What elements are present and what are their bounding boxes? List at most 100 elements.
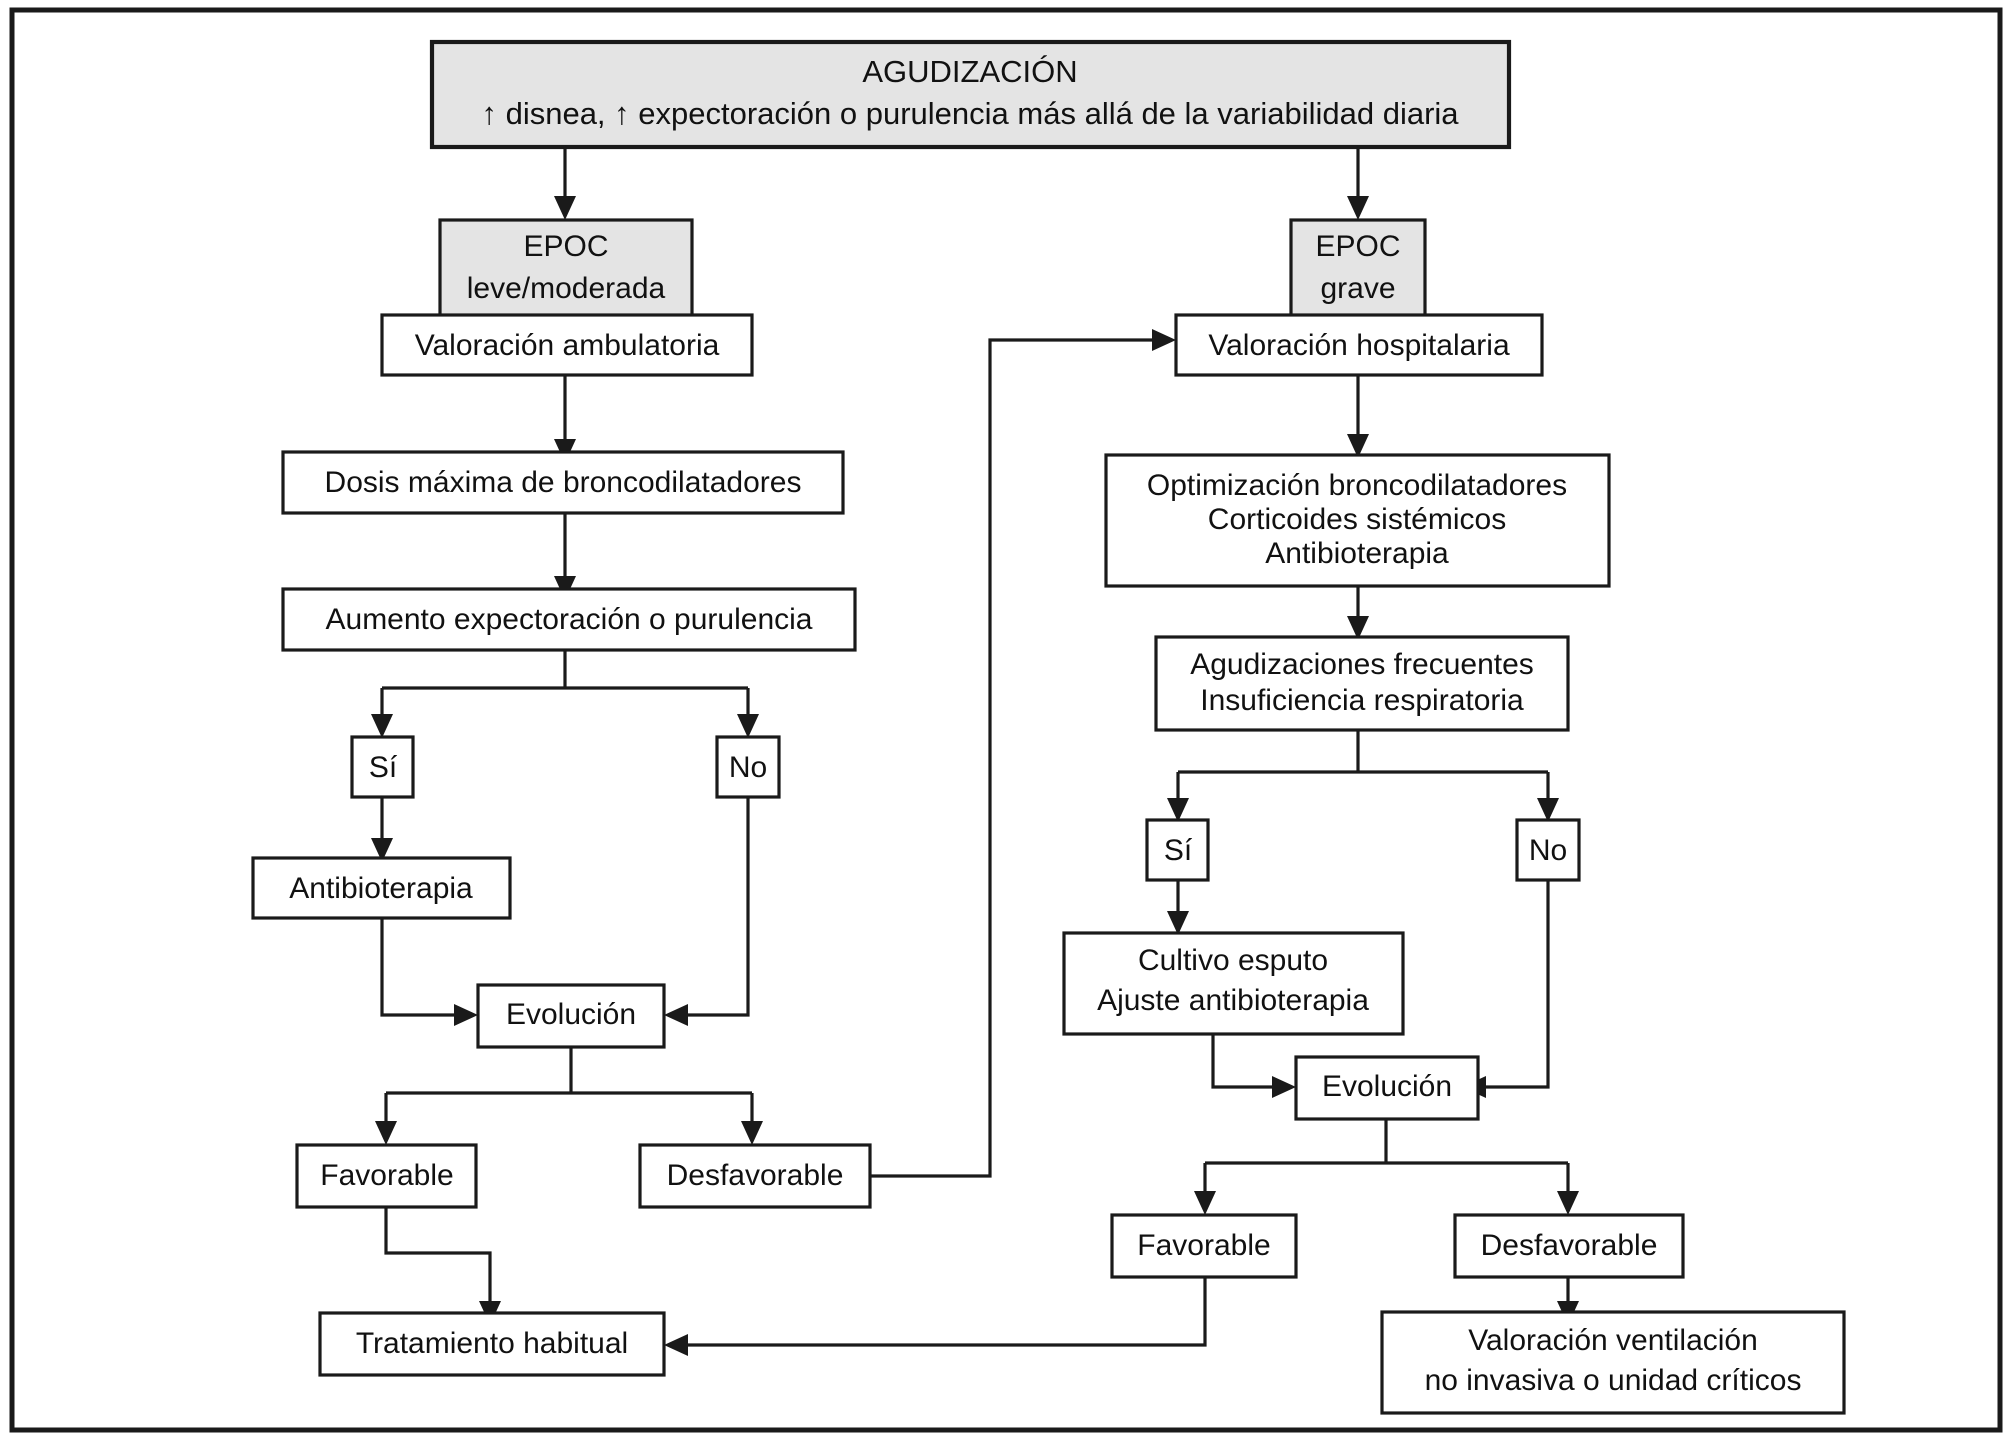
right-culture-box[interactable]: [1062, 931, 1405, 1036]
right-decision-line1: Agudizaciones frecuentes: [1190, 648, 1534, 681]
left-antibiotics-box[interactable]: [251, 856, 512, 920]
edge-left-outcome-split: [384, 1047, 754, 1130]
node-header[interactable]: AGUDIZACIÓN ↑ disnea, ↑ expectoración o …: [429, 39, 1512, 150]
left-severity-line2: leve/moderada: [467, 272, 666, 305]
left-unfavorable-box[interactable]: [638, 1143, 872, 1209]
node-left-no[interactable]: No: [715, 735, 781, 799]
right-culture-line1: Cultivo esputo: [1138, 944, 1328, 977]
arrowhead-left-outcome-left: [454, 1004, 478, 1026]
left-severity-line1: EPOC: [523, 230, 608, 263]
edge-left-antibiotics-to-outcome: [380, 918, 462, 1017]
node-left-favorable[interactable]: Favorable: [295, 1143, 478, 1209]
edge-left-favorable-to-final: [384, 1207, 492, 1310]
left-decision-label: Aumento expectoración o purulencia: [326, 603, 813, 636]
right-final-box[interactable]: [1380, 1310, 1846, 1415]
edge-right-favorable-to-left-final: [680, 1277, 1207, 1347]
left-favorable-box[interactable]: [295, 1143, 478, 1209]
node-right-decision[interactable]: Agudizaciones frecuentes Insuficiencia r…: [1154, 635, 1570, 732]
node-right-treatment[interactable]: Optimización broncodilatadores Corticoid…: [1104, 453, 1611, 588]
left-assessment-label: Valoración ambulatoria: [415, 329, 720, 362]
arrowhead-header-right: [1347, 196, 1369, 220]
right-final-line1: Valoración ventilación: [1468, 1324, 1758, 1357]
left-antibiotics-label: Antibioterapia: [289, 872, 473, 905]
node-right-outcome[interactable]: Evolución: [1294, 1055, 1480, 1121]
edge-right-decision-split: [1176, 730, 1550, 806]
edge-layer: [371, 147, 1579, 1356]
arrowhead-left-outcome-right: [664, 1004, 688, 1026]
node-left-outcome[interactable]: Evolución: [476, 983, 666, 1049]
right-treatment-line2: Corticoides sistémicos: [1208, 503, 1506, 536]
right-unfavorable-label: Desfavorable: [1481, 1229, 1658, 1262]
left-yes-box[interactable]: [350, 735, 415, 799]
node-left-severity[interactable]: EPOC leve/moderada: [438, 218, 694, 322]
arrowhead-left-no: [737, 714, 759, 738]
left-outcome-box[interactable]: [476, 983, 666, 1049]
right-no-box[interactable]: [1515, 818, 1581, 882]
node-left-yes[interactable]: Sí: [350, 735, 415, 799]
left-treatment-label: Dosis máxima de broncodilatadores: [325, 466, 802, 499]
node-right-favorable[interactable]: Favorable: [1110, 1213, 1298, 1279]
node-right-yes[interactable]: Sí: [1145, 818, 1210, 882]
figure-border: [9, 7, 2003, 1433]
arrowhead-right-no: [1537, 798, 1559, 822]
header-title: AGUDIZACIÓN: [862, 54, 1077, 89]
arrowhead-right-yes: [1167, 798, 1189, 822]
right-treatment-line1: Optimización broncodilatadores: [1147, 469, 1567, 502]
left-treatment-box[interactable]: [281, 450, 845, 515]
arrowhead-right-treatment: [1347, 434, 1369, 458]
node-left-unfavorable[interactable]: Desfavorable: [638, 1143, 872, 1209]
left-final-box[interactable]: [318, 1311, 666, 1377]
left-severity-box[interactable]: [438, 218, 694, 322]
right-assessment-label: Valoración hospitalaria: [1208, 329, 1510, 362]
left-outcome-label: Evolución: [506, 998, 636, 1031]
right-decision-box[interactable]: [1154, 635, 1570, 732]
left-assessment-box[interactable]: [380, 313, 754, 377]
right-yes-box[interactable]: [1145, 818, 1210, 882]
node-left-antibiotics[interactable]: Antibioterapia: [251, 856, 512, 920]
node-left-assessment[interactable]: Valoración ambulatoria: [380, 313, 754, 377]
right-outcome-label: Evolución: [1322, 1070, 1452, 1103]
right-severity-line2: grave: [1320, 272, 1395, 305]
node-right-assessment[interactable]: Valoración hospitalaria: [1174, 313, 1544, 377]
left-no-box[interactable]: [715, 735, 781, 799]
right-no-label: No: [1529, 834, 1567, 867]
right-culture-line2: Ajuste antibioterapia: [1097, 984, 1369, 1017]
right-treatment-line3: Antibioterapia: [1265, 537, 1449, 570]
right-final-line2: no invasiva o unidad críticos: [1425, 1364, 1802, 1397]
node-left-decision[interactable]: Aumento expectoración o purulencia: [281, 587, 857, 652]
right-treatment-box[interactable]: [1104, 453, 1611, 588]
edge-right-culture-to-outcome: [1211, 1034, 1280, 1089]
node-right-unfavorable[interactable]: Desfavorable: [1453, 1213, 1685, 1279]
right-severity-line1: EPOC: [1315, 230, 1400, 263]
arrowhead-right-assessment-feedback: [1152, 329, 1176, 351]
header-subtitle: ↑ disnea, ↑ expectoración o purulencia m…: [481, 96, 1459, 131]
left-unfavorable-label: Desfavorable: [667, 1159, 844, 1192]
left-favorable-label: Favorable: [320, 1159, 453, 1192]
arrowhead-right-culture: [1167, 911, 1189, 935]
arrowhead-left-antibiotics: [371, 838, 393, 862]
edge-left-decision-split: [380, 650, 750, 722]
arrowhead-header-left: [554, 196, 576, 220]
node-right-severity[interactable]: EPOC grave: [1289, 218, 1427, 322]
arrowhead-right-favorable: [1194, 1191, 1216, 1215]
right-favorable-box[interactable]: [1110, 1213, 1298, 1279]
arrowhead-right-decision: [1347, 616, 1369, 640]
arrowhead-left-favorable: [375, 1121, 397, 1145]
left-decision-box[interactable]: [281, 587, 857, 652]
right-unfavorable-box[interactable]: [1453, 1213, 1685, 1279]
right-outcome-box[interactable]: [1294, 1055, 1480, 1121]
arrowhead-left-yes: [371, 714, 393, 738]
right-assessment-box[interactable]: [1174, 313, 1544, 377]
right-severity-box[interactable]: [1289, 218, 1427, 322]
edge-right-no-to-outcome: [1478, 880, 1550, 1089]
arrowhead-left-unfavorable: [741, 1121, 763, 1145]
header-box[interactable]: [429, 39, 1512, 150]
node-right-final[interactable]: Valoración ventilación no invasiva o uni…: [1380, 1310, 1846, 1415]
node-right-culture[interactable]: Cultivo esputo Ajuste antibioterapia: [1062, 931, 1405, 1036]
node-right-no[interactable]: No: [1515, 818, 1581, 882]
left-yes-label: Sí: [369, 751, 398, 784]
node-left-final[interactable]: Tratamiento habitual: [318, 1311, 666, 1377]
node-left-treatment[interactable]: Dosis máxima de broncodilatadores: [281, 450, 845, 515]
arrowhead-right-unfavorable: [1557, 1191, 1579, 1215]
